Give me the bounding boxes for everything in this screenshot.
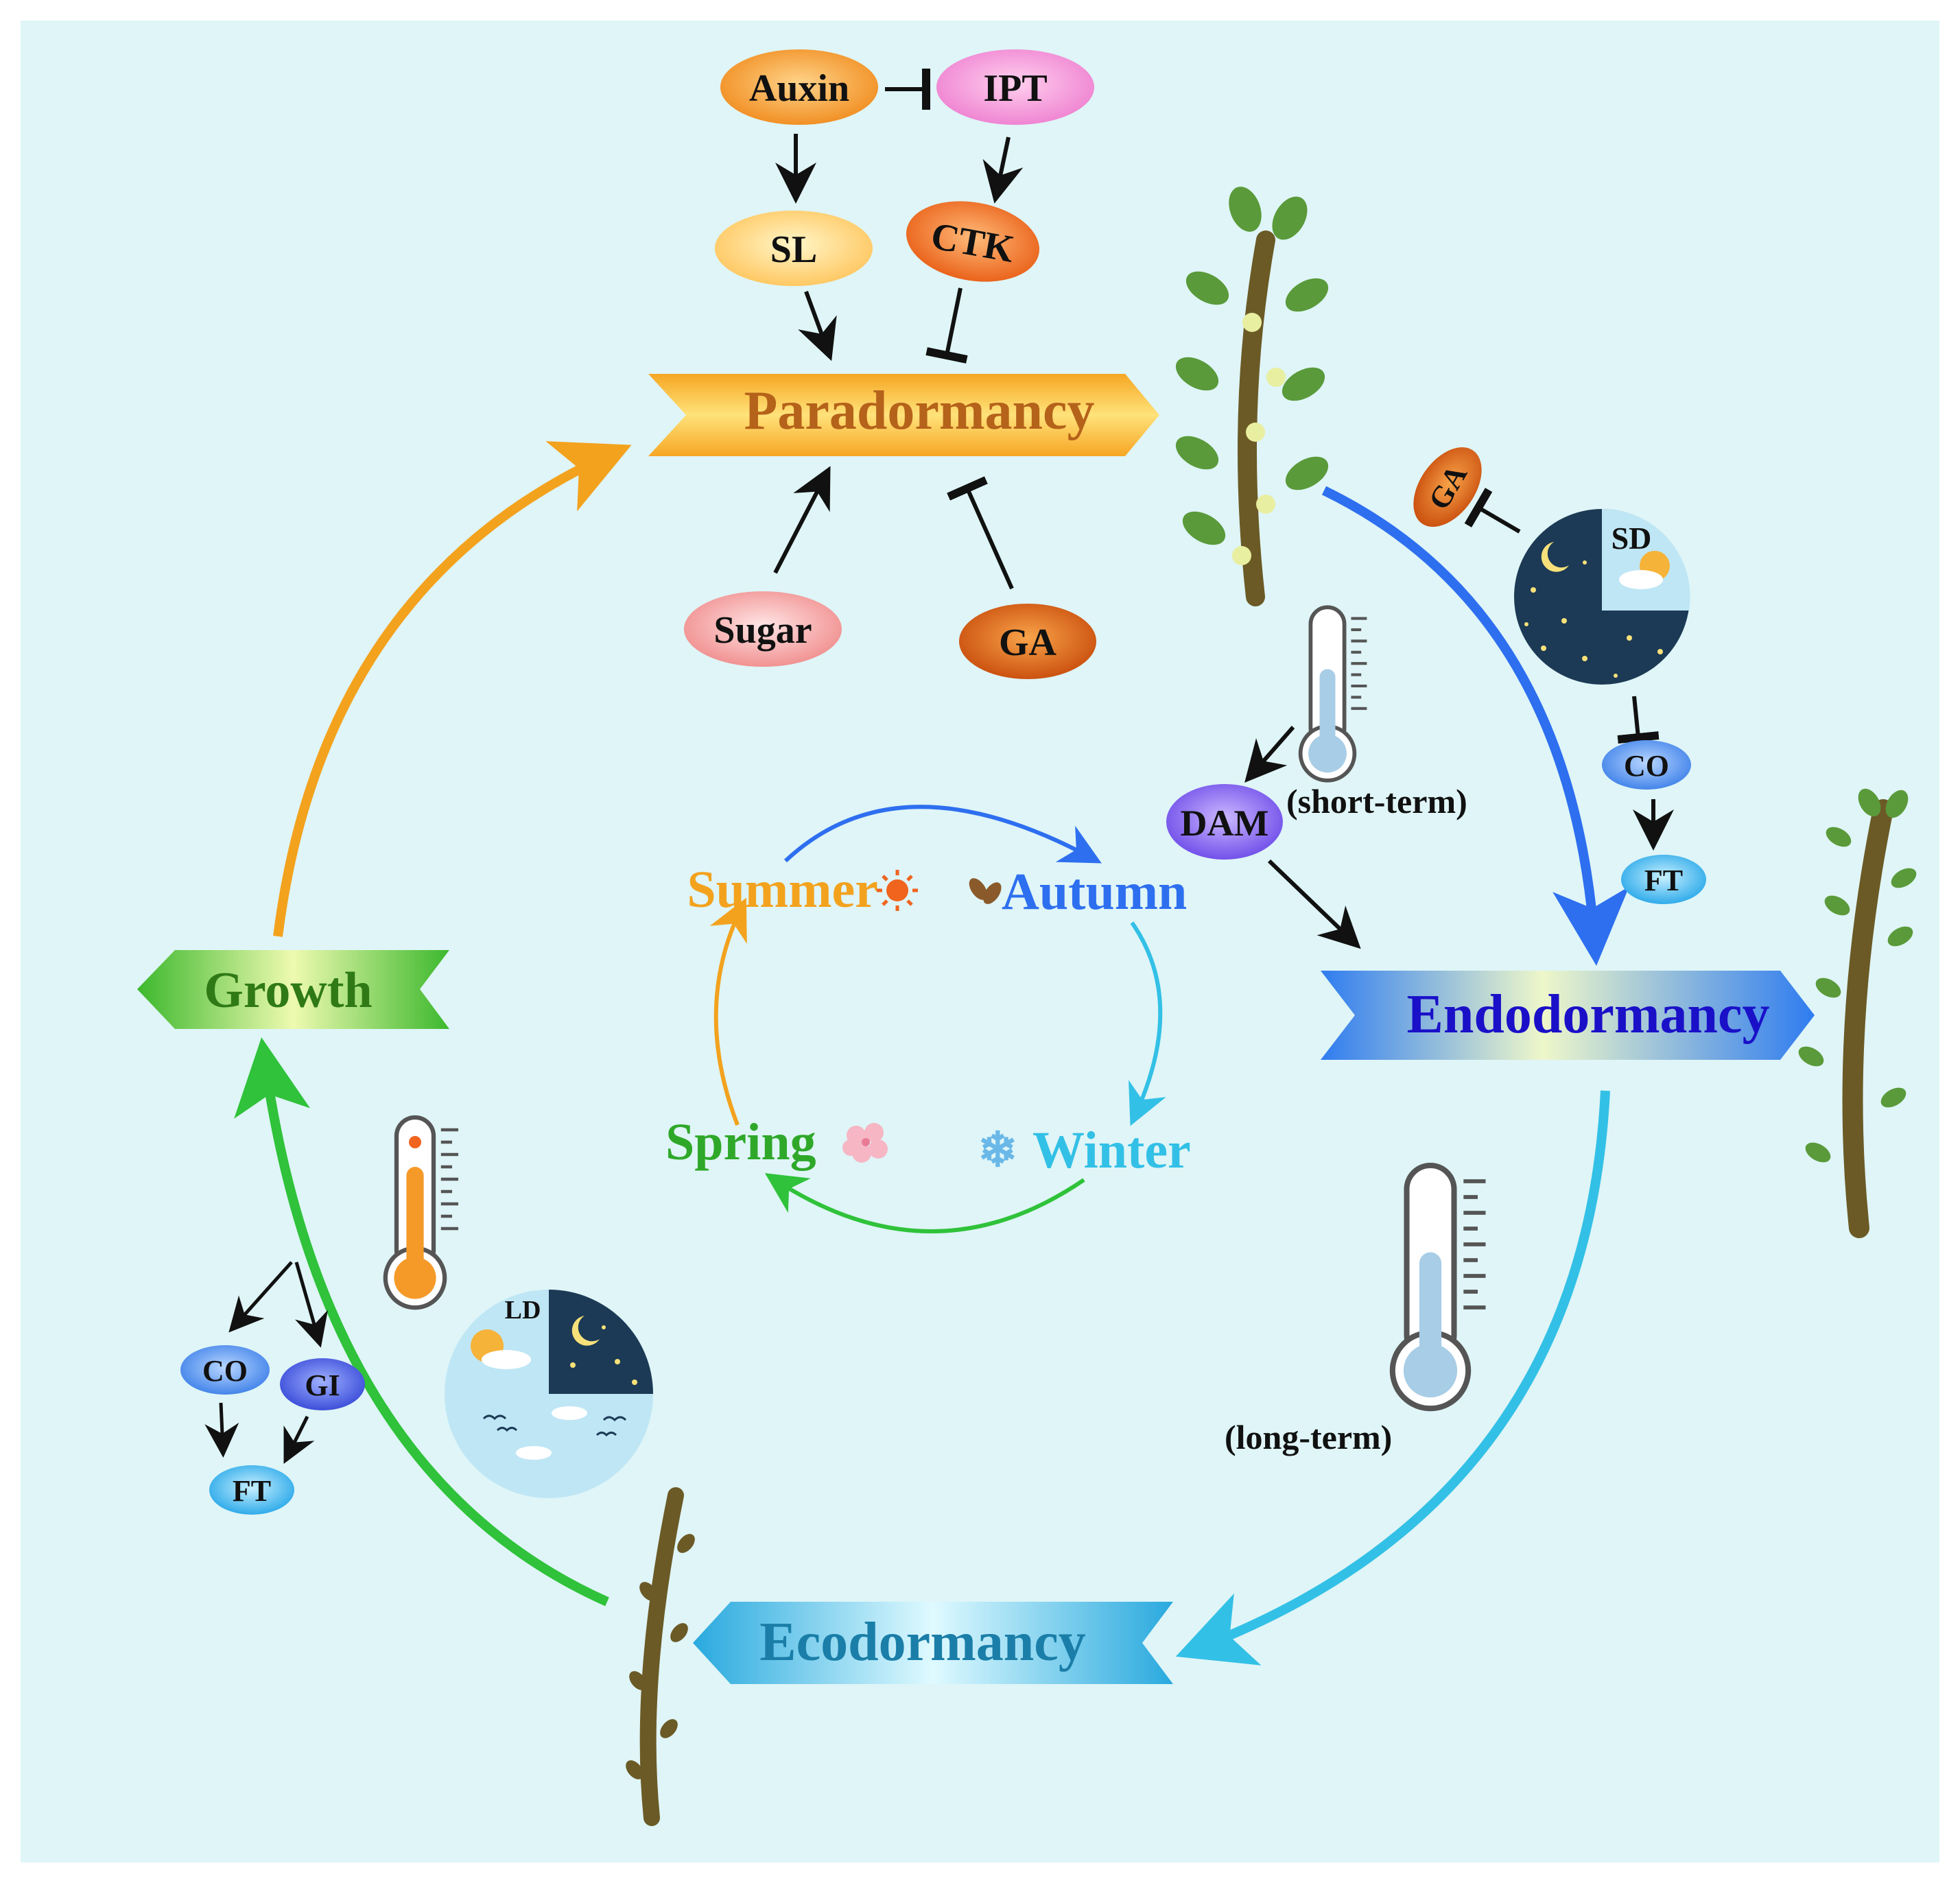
thermometer-icon-warm xyxy=(383,1115,459,1310)
svg-text:DAM: DAM xyxy=(1181,803,1269,844)
arrow-paradormancy-to-endodormancy xyxy=(1321,486,1629,966)
branch-icon-endodormancy xyxy=(1798,788,1917,1238)
short-day-icon: SD xyxy=(1514,508,1690,685)
ecodormancy-banner: Ecodormancy xyxy=(693,1602,1173,1684)
svg-text:Sugar: Sugar xyxy=(713,609,812,652)
ga-node-paradormancy: GA xyxy=(959,604,1096,679)
sl-node: SL xyxy=(715,211,873,286)
arrow-endodormancy-to-ecodormancy xyxy=(1175,1090,1610,1666)
svg-text:IPT: IPT xyxy=(983,67,1047,110)
blossom-icon xyxy=(842,1123,888,1163)
arrow-growth-to-paradormancy xyxy=(273,441,632,937)
sd-label: SD xyxy=(1611,521,1652,556)
gi-node-growth: GI xyxy=(280,1358,365,1410)
cloud-icon xyxy=(1619,570,1663,589)
arrow-ecodormancy-to-growth xyxy=(234,1037,609,1607)
ecodormancy-label: Ecodormancy xyxy=(759,1612,1086,1672)
dam-node: DAM xyxy=(1166,784,1283,860)
season-winter: Winter xyxy=(1032,1122,1191,1179)
moon-icon xyxy=(1541,542,1569,572)
auxin-node: Auxin xyxy=(720,49,878,125)
ld-label: LD xyxy=(505,1296,541,1325)
ft-node-endodormancy: FT xyxy=(1621,855,1706,904)
growth-regulation-arrows xyxy=(204,1261,328,1464)
endodormancy-banner: Endodormancy xyxy=(1321,971,1815,1060)
bird-icon xyxy=(482,1414,627,1437)
moon-icon xyxy=(571,1316,600,1346)
endodormancy-label: Endodormancy xyxy=(1407,984,1770,1045)
cloud-icon xyxy=(516,1446,552,1460)
svg-text:FT: FT xyxy=(1644,864,1683,897)
svg-text:GI: GI xyxy=(305,1369,340,1402)
cold-to-dam-arrow xyxy=(1244,726,1295,783)
leaf-icon xyxy=(969,878,1002,904)
short-term-label: (short-term) xyxy=(1286,782,1467,820)
growth-banner: Growth xyxy=(137,950,449,1029)
svg-text:GA: GA xyxy=(999,621,1057,664)
svg-text:CO: CO xyxy=(202,1354,248,1388)
diagram-background xyxy=(21,21,1939,1862)
svg-text:SL: SL xyxy=(770,228,818,271)
cloud-icon xyxy=(552,1406,587,1420)
paradormancy-label: Paradormancy xyxy=(744,381,1094,441)
sun-icon xyxy=(409,1136,421,1148)
branch-icon-ecodormancy xyxy=(626,1487,695,1826)
sd-inhibits-ga xyxy=(1464,488,1521,534)
svg-text:CO: CO xyxy=(1624,749,1669,783)
co-node-growth: CO xyxy=(180,1345,270,1395)
season-cycle: Summer Autumn ❄ Winter Spring xyxy=(665,805,1191,1233)
paradormancy-regulation-arrows xyxy=(773,69,1024,590)
dam-to-endodormancy-arrow xyxy=(1267,859,1361,949)
ctk-node: CTK xyxy=(906,201,1040,282)
svg-text:FT: FT xyxy=(233,1474,271,1508)
co-node-endodormancy: CO xyxy=(1602,740,1691,790)
season-autumn: Autumn xyxy=(1002,863,1187,921)
sugar-node: Sugar xyxy=(684,591,842,667)
growth-label: Growth xyxy=(204,962,372,1019)
cloud-icon xyxy=(482,1350,531,1369)
branch-icon-paradormancy xyxy=(1175,187,1329,606)
sd-inhibits-co xyxy=(1617,696,1660,744)
long-term-label: (long-term) xyxy=(1225,1418,1392,1456)
long-day-icon: LD xyxy=(445,1290,653,1498)
ipt-node: IPT xyxy=(936,49,1094,125)
svg-text:Auxin: Auxin xyxy=(749,67,849,110)
ft-node-growth: FT xyxy=(209,1465,294,1515)
snowflake-icon: ❄ xyxy=(978,1124,1018,1177)
season-spring: Spring xyxy=(665,1113,816,1171)
paradormancy-banner: Paradormancy xyxy=(648,374,1159,456)
season-summer: Summer xyxy=(687,861,878,919)
sun-icon xyxy=(877,870,918,911)
